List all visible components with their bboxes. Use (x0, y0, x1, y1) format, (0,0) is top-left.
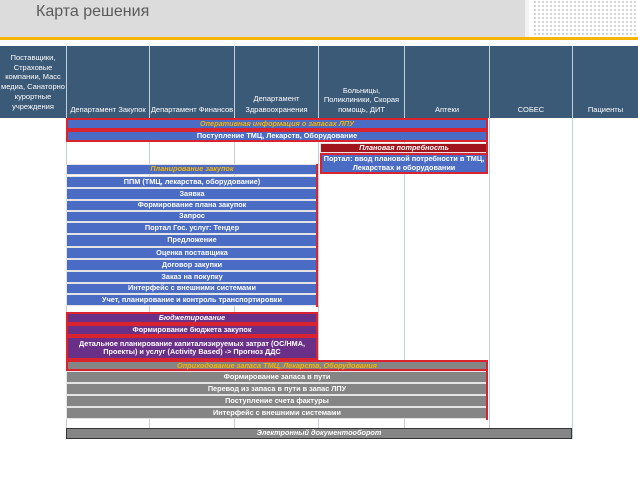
title-stripe (525, 0, 529, 37)
column-header-pharmacies: Аптеки (434, 105, 460, 115)
procurement-row: Договор закупки (66, 259, 318, 271)
column-header-procurement: Департамент Закупок (70, 105, 146, 115)
column-header-patients: Пациенты (587, 105, 624, 115)
column-divider (404, 46, 405, 439)
procurement-row: Заказ на покупку (66, 271, 318, 283)
procurement-row: ППМ (ТМЦ, лекарства, оборудование) (66, 176, 318, 188)
column-divider (489, 46, 490, 439)
page-title: Карта решения (36, 3, 150, 20)
budget-detail-row: Детальное планирование капитализируемых … (66, 336, 318, 360)
column-divider (318, 46, 319, 439)
procurement-row: Оценка поставщика (66, 247, 318, 259)
title-bar (0, 0, 525, 37)
stock-row: Формирование запаса в пути (66, 371, 488, 383)
column-header-finance: Департамент Финансов (150, 105, 234, 115)
procurement-row: Предложение (66, 234, 318, 247)
connector-bar (486, 360, 488, 420)
planned-need-portal: Портал: ввод плановой потребности в ТМЦ,… (320, 153, 488, 174)
budget-row: Формирование бюджета закупок (66, 324, 318, 336)
column-header-healthcare: Департамент Здравоохранения (245, 94, 308, 115)
stock-receipt-header: Оприходование запаса ТМЦ, Лекарств, Обор… (66, 360, 488, 371)
edo-row: Электронный документооборот (66, 428, 572, 439)
column-header-suppliers: Поставщики, Страховые компании, Масс мед… (1, 52, 65, 111)
procurement-row: Портал Гос. услуг: Тендер (66, 222, 318, 234)
column-header-hospitals: Больницы, Поликлиники, Скорая помощь, ДИ… (323, 85, 400, 114)
procurement-row: Запрос (66, 211, 318, 222)
procurement-row: Интерфейс с внешними системами (66, 283, 318, 294)
procurement-planning-header: Планирование закупок (66, 164, 318, 175)
planned-need-header: Плановая потребность (320, 143, 488, 153)
accent-line (0, 37, 638, 40)
stock-row: Поступление счета фактуры (66, 395, 488, 407)
connector-bar (316, 164, 318, 307)
procurement-row: Учет, планирование и контроль транспорти… (66, 294, 318, 306)
stock-row: Интерфейс с внешними системами (66, 407, 488, 419)
operational-info-row: Оперативная информация о запасах ЛПУ (66, 118, 488, 130)
receipt-tmc-row: Поступление ТМЦ, Лекарств, Оборудование (66, 130, 488, 142)
procurement-row: Формирование плана закупок (66, 200, 318, 211)
budgeting-header: Бюджетирование (66, 312, 318, 324)
column-header-social: СОБЕС (517, 105, 545, 115)
column-header-band (0, 46, 638, 118)
procurement-row: Заявка (66, 188, 318, 200)
column-divider (572, 46, 573, 439)
connector-bar (486, 118, 488, 174)
stock-row: Перевод из запаса в пути в запас ЛПУ (66, 383, 488, 395)
title-dots (533, 0, 638, 37)
